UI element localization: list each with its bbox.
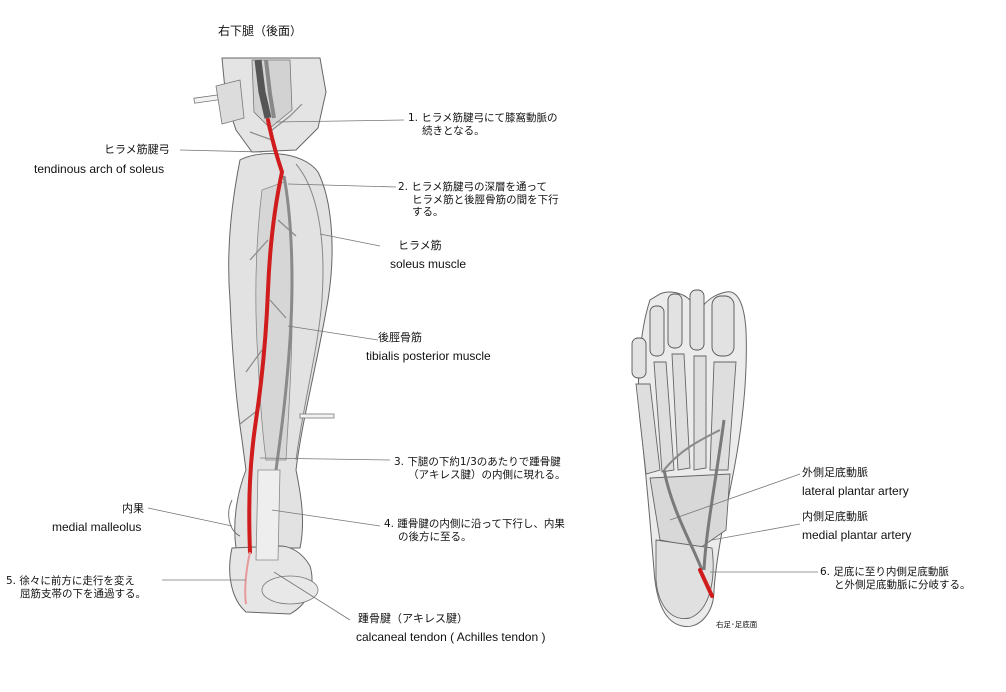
note-5-line-2: 屈筋支帯の下を通過する。 (20, 587, 146, 600)
medial-plantar-vessel (702, 419, 726, 571)
note-4: 4. 踵骨腱の内側に沿って下行し、内果 の後方に至る。 (384, 518, 565, 543)
knee-flap (215, 79, 245, 125)
toe-bones (631, 289, 735, 379)
popliteal-vein (254, 59, 272, 119)
label-medial-plantar-en: medial plantar artery (802, 528, 912, 542)
note-4-line-1: 4. 踵骨腱の内側に沿って下行し、内果 (384, 518, 565, 530)
note-6: 6. 足底に至り内側足底動脈 と外側足底動脈に分岐する。 (820, 566, 971, 591)
retractor-right (299, 413, 335, 419)
label-lateral-plantar-jp: 外側足底動脈 (802, 466, 868, 479)
lateral-plantar-vessel (662, 469, 704, 571)
label-tibialis-en: tibialis posterior muscle (366, 349, 491, 363)
calcaneal-tendon (255, 469, 281, 561)
note-3-line-2: （アキレス腱）の内側に現れる。 (408, 468, 566, 481)
label-tendinous-arch-jp: ヒラメ筋腱弓 (104, 143, 170, 156)
note-3: 3. 下腿の下約1/3のあたりで踵骨腱 （アキレス腱）の内側に現れる。 (394, 456, 566, 481)
muscular-branches (239, 103, 303, 425)
note-2-line-2: ヒラメ筋と後脛骨筋の間を下行 (412, 193, 559, 206)
note-6-line-2: と外側足底動脈に分岐する。 (834, 578, 971, 591)
note-1-line-1: 1. ヒラメ筋腱弓にて膝窩動脈の (408, 112, 558, 124)
note-2-line-1: 2. ヒラメ筋腱弓の深層を通って (398, 181, 548, 193)
heel-pad (261, 575, 319, 605)
label-malleolus-en: medial malleolus (52, 520, 142, 534)
label-tibialis-jp: 後脛骨筋 (378, 331, 422, 344)
label-soleus-en: soleus muscle (390, 257, 467, 271)
label-soleus-jp: ヒラメ筋 (398, 239, 442, 252)
note-1: 1. ヒラメ筋腱弓にて膝窩動脈の 続きとなる。 (408, 112, 558, 137)
label-malleolus-jp: 内果 (122, 502, 144, 515)
label-medial-plantar-jp: 内側足底動脈 (802, 510, 868, 523)
page-title: 右下腿（後面） (218, 24, 303, 38)
note-5: 5. 徐々に前方に走行を変え 屈筋支帯の下を通過する。 (6, 575, 146, 600)
note-3-line-1: 3. 下腿の下約1/3のあたりで踵骨腱 (394, 456, 561, 468)
note-5-line-1: 5. 徐々に前方に走行を変え (6, 575, 135, 587)
artery-continuation-faint (244, 551, 251, 605)
fibular-vessel (274, 175, 294, 471)
note-2-line-3: する。 (412, 206, 444, 219)
foot-posterior-tibial-artery (698, 568, 714, 598)
note-4-line-2: の後方に至る。 (398, 530, 472, 543)
note-6-line-1: 6. 足底に至り内側足底動脈 (820, 566, 949, 578)
medial-malleolus-shape (228, 499, 241, 537)
leader-lines (147, 119, 818, 621)
popliteal-artery (264, 59, 276, 119)
label-lateral-plantar-en: lateral plantar artery (802, 484, 909, 498)
label-tendinous-arch-en: tendinous arch of soleus (34, 162, 165, 176)
leg-illustration (193, 57, 335, 615)
foot-caption: 右足･足底面 (716, 620, 758, 629)
foot-illustration (631, 289, 747, 628)
label-calcaneal-jp: 踵骨腱（アキレス腱） (358, 612, 468, 625)
label-calcaneal-en: calcaneal tendon ( Achilles tendon ) (356, 630, 546, 644)
soleus-edge (295, 163, 324, 461)
plantar-arch (663, 429, 721, 471)
posterior-tibial-artery (247, 118, 285, 554)
note-2: 2. ヒラメ筋腱弓の深層を通って ヒラメ筋と後脛骨筋の間を下行 する。 (398, 181, 559, 219)
note-1-line-2: 続きとなる。 (422, 124, 485, 137)
